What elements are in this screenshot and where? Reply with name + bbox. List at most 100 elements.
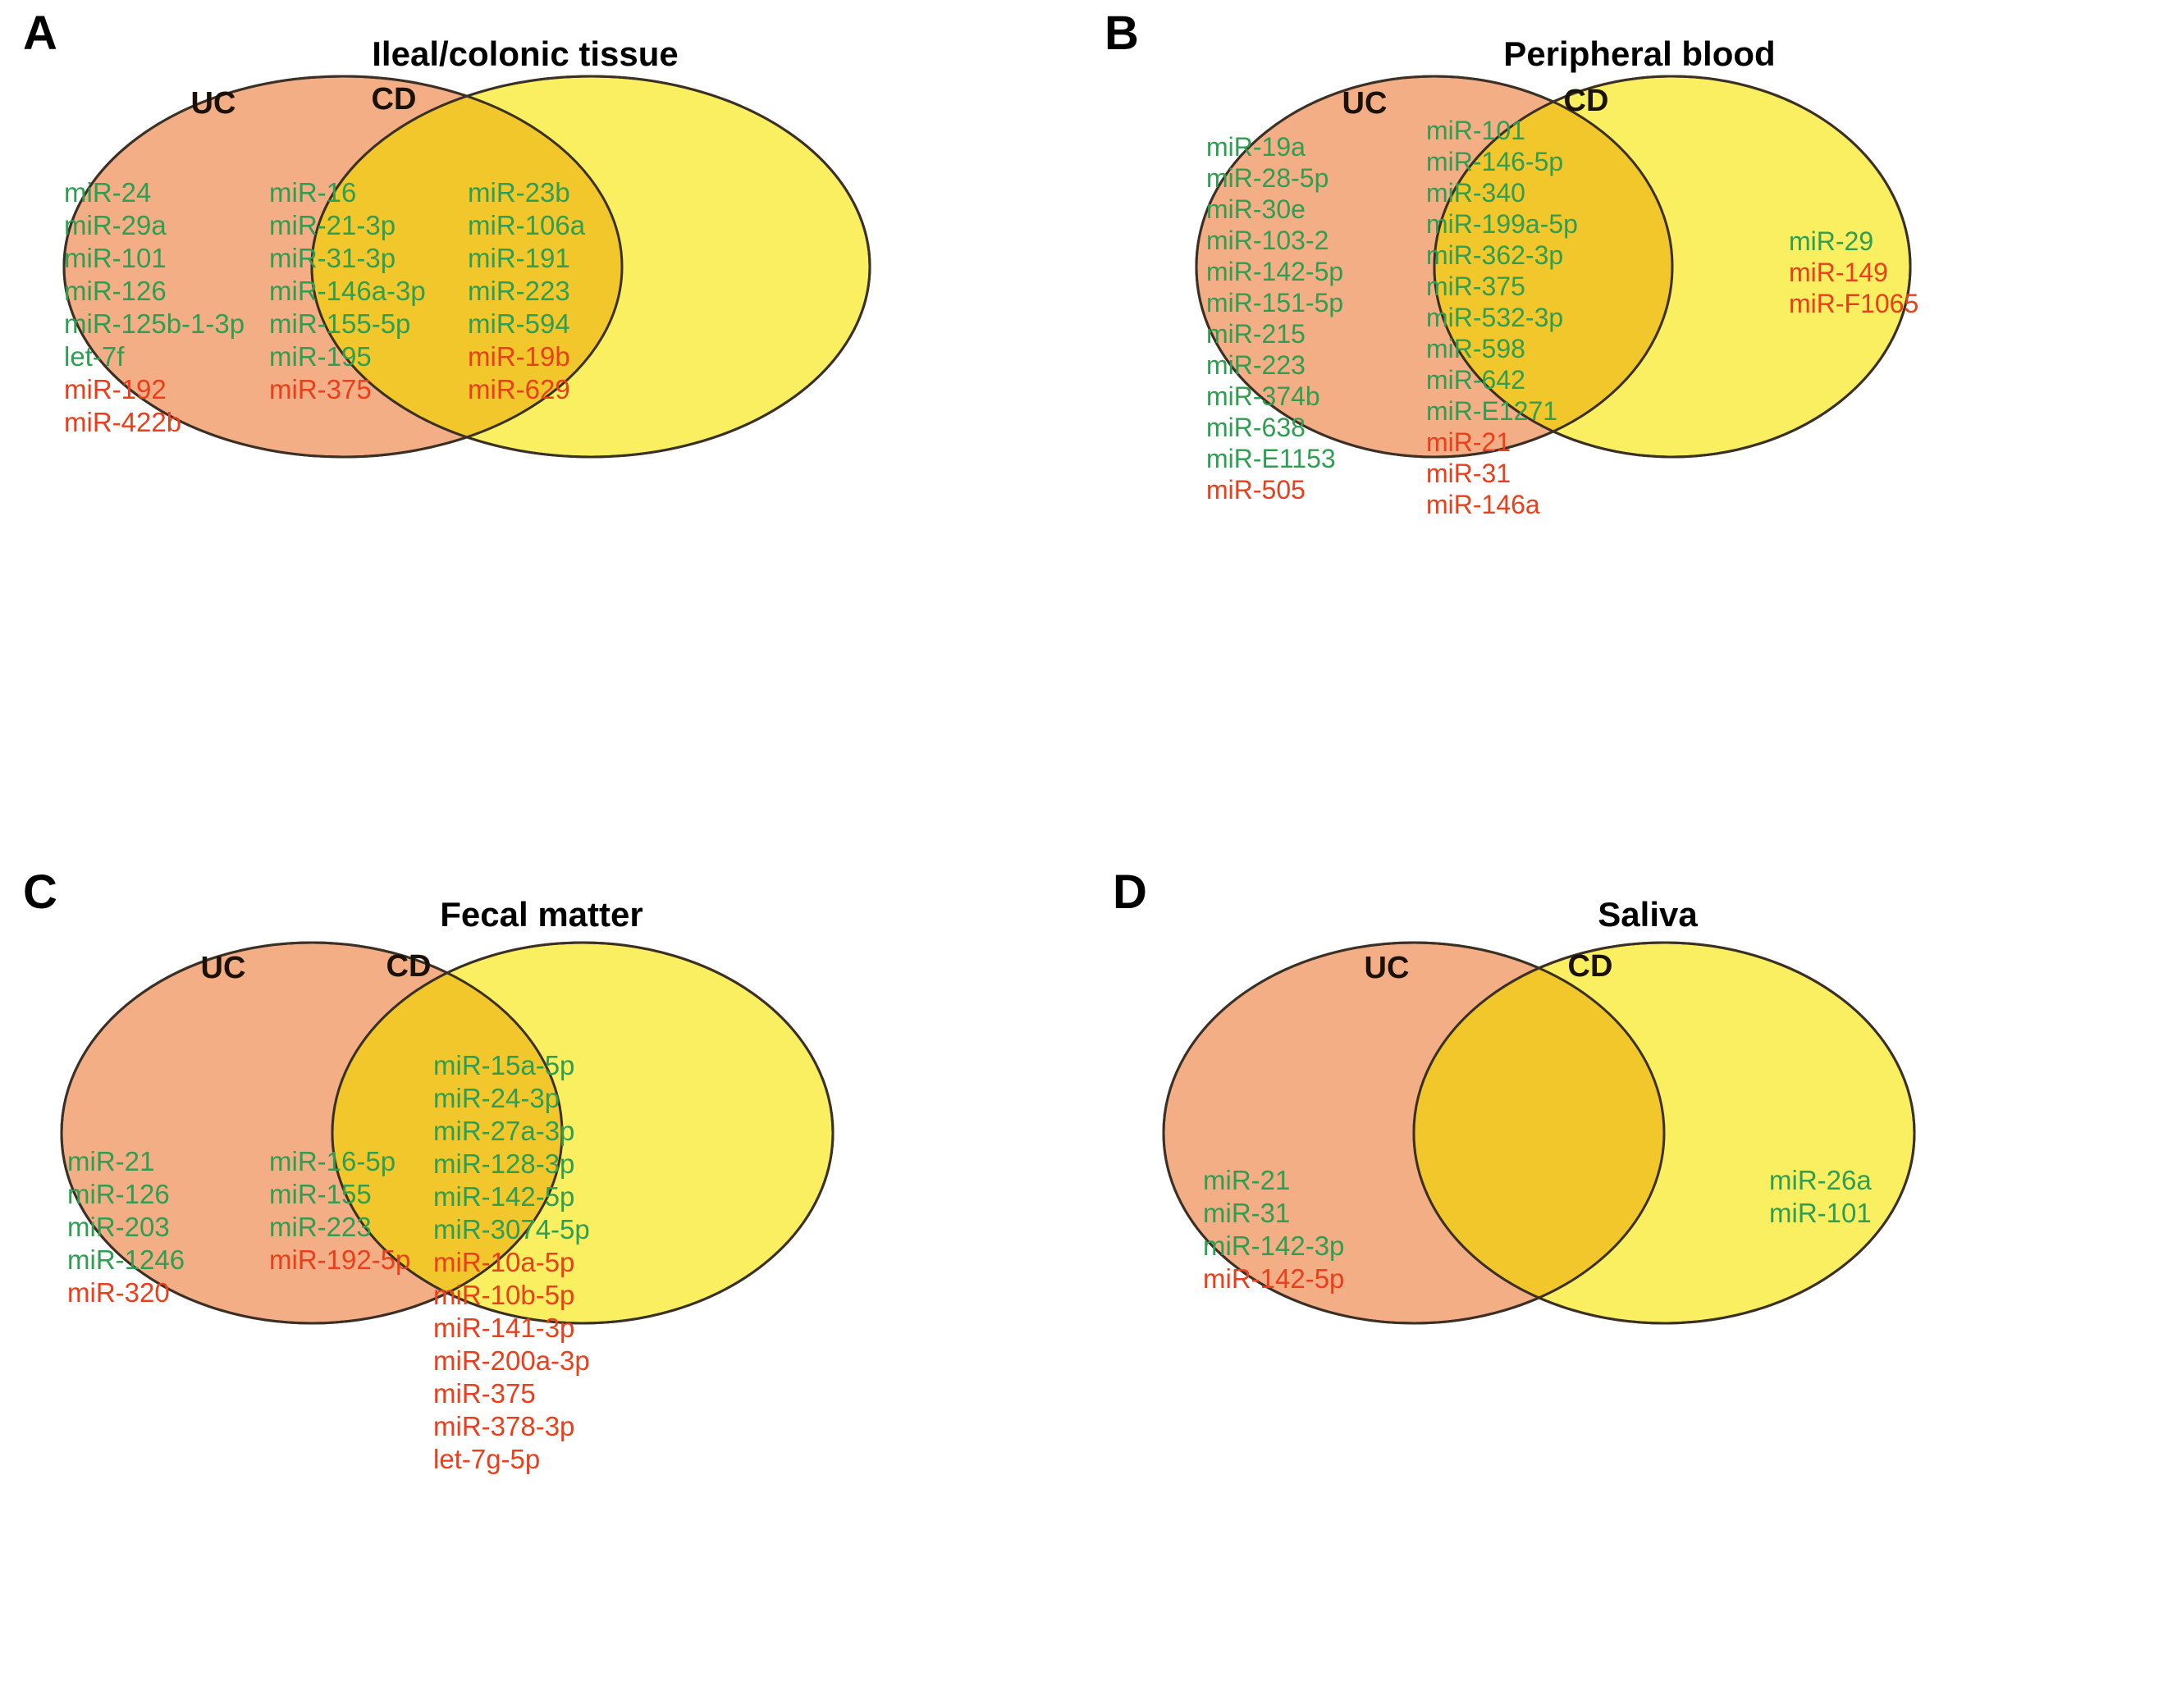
mirna-item: miR-146-5p [1426, 147, 1564, 176]
mirna-item: miR-28-5p [1206, 163, 1329, 193]
mirna-item: miR-27a-3p [433, 1116, 575, 1146]
mirna-item: miR-362-3p [1426, 240, 1564, 270]
panel-title-c: Fecal matter [440, 895, 643, 934]
mirna-item: miR-128-3p [433, 1149, 575, 1179]
mirna-item: let-7g-5p [433, 1444, 541, 1474]
mirna-item: miR-151-5p [1206, 288, 1344, 317]
mirna-item: miR-142-3p [1203, 1231, 1345, 1261]
mirna-item: miR-21 [67, 1146, 155, 1176]
mirna-item: miR-24-3p [433, 1083, 560, 1113]
panel-title-d: Saliva [1598, 895, 1698, 934]
mirna-item: miR-10b-5p [433, 1280, 575, 1310]
mirna-item: miR-374b [1206, 381, 1320, 411]
mirna-item: miR-142-5p [433, 1181, 575, 1212]
panel-letter-c: C [23, 865, 57, 919]
venn-diagram-d [1131, 940, 2115, 1326]
set-label-cd-d: CD [1567, 949, 1613, 984]
mirna-item: miR-378-3p [433, 1411, 575, 1441]
mirna-item: miR-375 [1426, 272, 1525, 301]
mirna-item: miR-E1153 [1206, 444, 1336, 473]
venn-diagram-c [33, 940, 1050, 1326]
mirna-item: miR-203 [67, 1212, 170, 1242]
set-label-uc-b: UC [1342, 86, 1388, 121]
mirna-item: miR-10a-5p [433, 1247, 575, 1277]
mirna-item: miR-200a-3p [433, 1345, 590, 1376]
mirna-item: miR-19b [468, 341, 570, 372]
mirna-item: miR-21-3p [269, 210, 396, 240]
mirna-item: miR-638 [1206, 413, 1306, 442]
panel-letter-b: B [1104, 7, 1139, 60]
mirna-item: miR-142-5p [1206, 257, 1344, 286]
mirna-item: miR-191 [468, 243, 570, 273]
mirna-item: miR-594 [468, 308, 570, 339]
mirna-item: miR-31 [1203, 1198, 1291, 1228]
mirna-item: miR-3074-5p [433, 1214, 590, 1244]
set-label-uc-d: UC [1364, 951, 1410, 985]
set-label-uc-a: UC [190, 86, 236, 121]
panel-letter-a: A [23, 7, 57, 60]
mirna-item: miR-126 [64, 276, 167, 306]
mirna-item: miR-23b [468, 177, 570, 208]
mirna-item: miR-F1065 [1789, 289, 1919, 318]
mirna-item: miR-142-5p [1203, 1263, 1345, 1294]
venn-diagram-a [33, 74, 1050, 459]
mirna-item: miR-155-5p [269, 308, 411, 339]
mirna-item: miR-223 [1206, 350, 1306, 380]
mirna-item: miR-26a [1769, 1165, 1872, 1195]
venn-overlap-c [332, 943, 562, 1323]
mirna-item: miR-155 [269, 1179, 372, 1209]
mirna-item: miR-125b-1-3p [64, 308, 245, 339]
mirna-item: miR-146a-3p [269, 276, 426, 306]
mirna-item: miR-21 [1203, 1165, 1291, 1195]
venn-overlap-b [1434, 76, 1672, 457]
mirna-item: miR-629 [468, 374, 570, 404]
mirna-item: miR-375 [433, 1378, 536, 1409]
mirna-item: miR-598 [1426, 334, 1525, 363]
mirna-item: miR-199a-5p [1426, 209, 1578, 239]
mirna-item: miR-E1271 [1426, 396, 1558, 426]
mirna-item: miR-103-2 [1206, 226, 1329, 255]
mirna-item: miR-24 [64, 177, 152, 208]
mirna-item: miR-101 [1769, 1198, 1872, 1228]
set-label-cd-a: CD [371, 82, 417, 116]
venn-overlap-a [312, 76, 622, 457]
mirna-item: miR-375 [269, 374, 372, 404]
mirna-item: miR-192-5p [269, 1244, 411, 1275]
mirna-item: miR-340 [1426, 178, 1525, 208]
mirna-item: miR-195 [269, 341, 372, 372]
mirna-item: miR-1246 [67, 1244, 185, 1275]
mirna-item: miR-215 [1206, 319, 1306, 349]
panel-title-a: Ileal/colonic tissue [372, 34, 679, 73]
set-label-uc-c: UC [200, 951, 246, 985]
set-label-cd-c: CD [386, 949, 432, 984]
mirna-item: miR-19a [1206, 132, 1306, 162]
mirna-item: miR-505 [1206, 475, 1306, 505]
mirna-item: miR-149 [1789, 258, 1888, 287]
mirna-item: miR-320 [67, 1277, 170, 1308]
mirna-item: miR-141-3p [433, 1313, 575, 1343]
venn-overlap-d [1414, 943, 1664, 1323]
mirna-item: miR-223 [468, 276, 570, 306]
mirna-item: miR-16 [269, 177, 357, 208]
mirna-item: miR-106a [468, 210, 586, 240]
mirna-item: miR-101 [1426, 116, 1525, 145]
mirna-item: miR-21 [1426, 427, 1511, 457]
mirna-item: miR-30e [1206, 194, 1306, 224]
mirna-item: miR-146a [1426, 490, 1540, 519]
mirna-item: miR-532-3p [1426, 303, 1564, 332]
mirna-item: miR-15a-5p [433, 1050, 575, 1080]
panel-letter-d: D [1113, 865, 1147, 919]
mirna-item: miR-223 [269, 1212, 372, 1242]
